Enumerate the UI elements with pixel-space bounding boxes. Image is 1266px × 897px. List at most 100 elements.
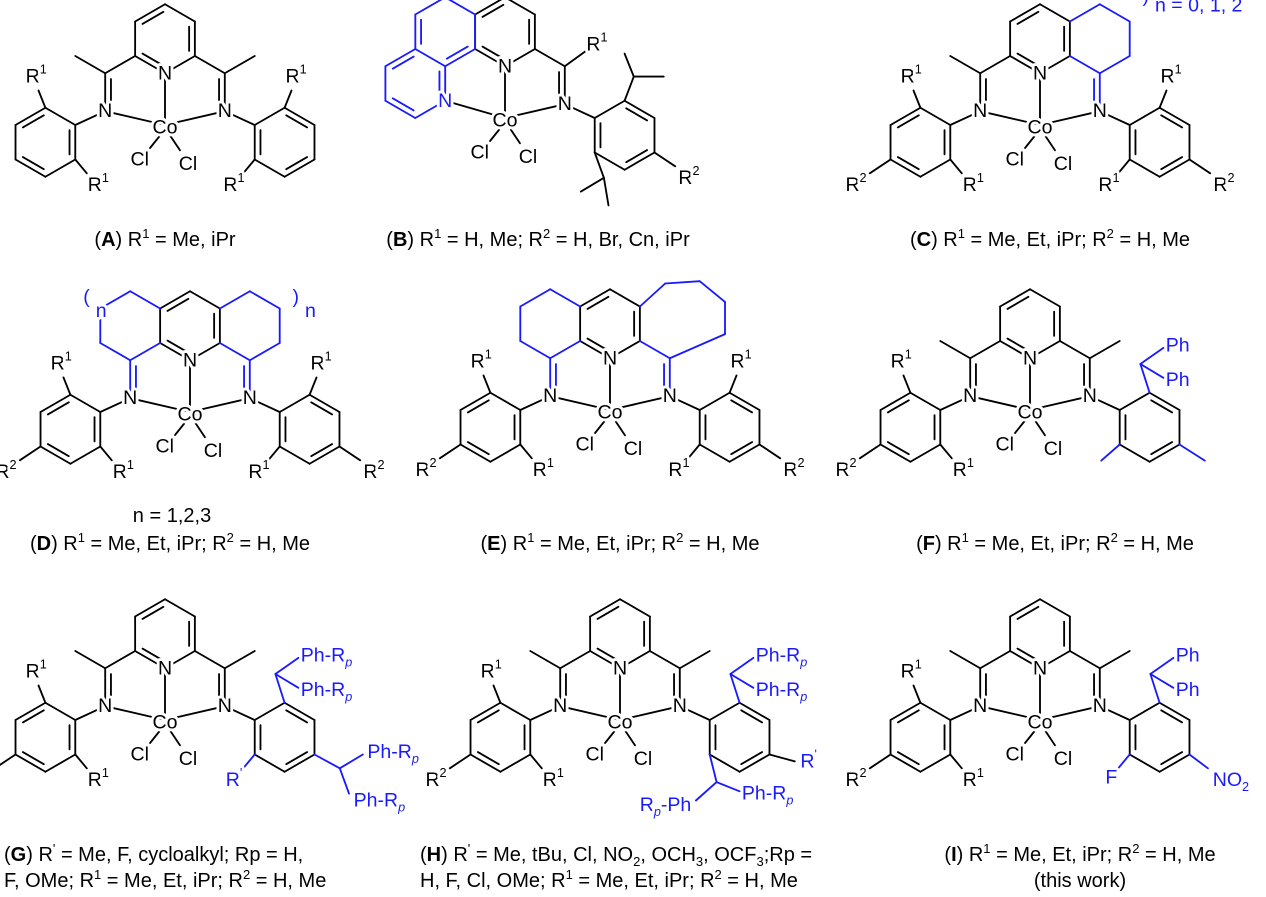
atom-label-ph: Ph — [1176, 679, 1200, 701]
label-part: R — [533, 459, 547, 481]
caption-text: = H, Br, Cn, iPr — [550, 229, 690, 251]
label-part: p — [344, 690, 352, 704]
atom-label-phrp: Ph-Rp — [756, 679, 808, 704]
bond — [74, 110, 107, 126]
bond — [729, 673, 741, 704]
label-part: N — [98, 695, 112, 717]
bond — [1044, 135, 1056, 152]
atom-label-r1: R1 — [1161, 63, 1182, 88]
bond — [624, 730, 636, 747]
caption-D-n: n = 1,2,3 — [133, 504, 211, 529]
bond — [1034, 420, 1046, 437]
bond — [99, 445, 113, 462]
bond — [1158, 753, 1191, 773]
caption-text: 1 — [957, 226, 965, 241]
bond — [218, 290, 251, 310]
bond — [469, 753, 502, 773]
bond — [549, 340, 582, 360]
label-part: 1 — [485, 348, 492, 362]
bond — [889, 106, 922, 126]
bonds — [858, 288, 1206, 463]
label-part: 1 — [557, 766, 564, 780]
bond — [879, 443, 912, 463]
bond — [519, 395, 552, 411]
bond — [619, 705, 681, 721]
bond — [623, 75, 635, 102]
caption-text: = Me, Et, iPr; R — [968, 533, 1111, 555]
bond — [559, 705, 621, 721]
label-part: Ph-R — [756, 679, 801, 701]
caption-text: ) R — [956, 844, 984, 866]
label-part: R — [586, 33, 600, 55]
caption-text: ( — [944, 844, 952, 866]
atom-label-phrp: Ph-Rp — [301, 645, 353, 670]
atom-label-n: N — [603, 347, 617, 369]
caption-text: ' — [52, 841, 56, 856]
cobalt-label: Co — [1018, 401, 1043, 423]
label-part: Ph-R — [301, 645, 345, 667]
label-part: R — [783, 459, 797, 481]
atom-label-cl: Cl — [1054, 153, 1072, 175]
atom-label-cl: Cl — [204, 440, 222, 462]
label-part: Co — [608, 711, 633, 733]
label-part: p — [799, 656, 807, 670]
bond — [1039, 650, 1071, 670]
bond — [1006, 337, 1030, 352]
bond — [99, 397, 132, 413]
atom-label-n: N — [1033, 62, 1047, 84]
bond — [285, 751, 309, 766]
caption-I-line2: (this work) — [1034, 869, 1126, 894]
bond — [1149, 656, 1175, 675]
bond — [481, 45, 505, 60]
atom-label-r1: R1 — [26, 658, 47, 683]
bond — [74, 650, 107, 670]
bond — [728, 391, 761, 411]
bond — [44, 106, 77, 126]
atom-label-n: N — [1093, 695, 1107, 717]
atom-label-n: N — [183, 349, 197, 371]
caption-text: 1 — [565, 867, 573, 882]
bond — [896, 751, 920, 766]
bond — [768, 753, 796, 763]
bond — [1044, 730, 1056, 747]
label-part: Co — [178, 403, 203, 425]
label-part: R — [471, 351, 485, 373]
cobalt-label: Co — [1028, 116, 1053, 138]
bond — [619, 598, 651, 618]
bond — [174, 422, 186, 436]
caption-text: 2 — [1132, 841, 1140, 856]
bond — [563, 103, 596, 119]
atom-label-cl: Cl — [995, 434, 1013, 456]
bond — [728, 374, 738, 394]
label-part: R — [363, 461, 377, 483]
bond — [274, 656, 300, 675]
atom-label-n: N — [543, 385, 557, 407]
bond — [242, 753, 256, 770]
bond — [533, 48, 566, 68]
caption-text: ) R — [115, 229, 143, 251]
caption-text: = Me, Et, iPr; R — [572, 870, 715, 892]
atom-label-cl: Cl — [624, 438, 642, 460]
bond — [74, 705, 107, 721]
atom-label-r1: R1 — [286, 63, 307, 88]
label-part: 2 — [860, 171, 867, 185]
bond — [14, 701, 47, 721]
bond — [1009, 55, 1041, 75]
atom-label-r2: R2 — [415, 456, 436, 481]
label-part: F — [1105, 767, 1117, 789]
label-part: 1 — [905, 348, 912, 362]
bond — [141, 10, 165, 25]
bond — [949, 158, 963, 175]
cobalt-label: Co — [153, 116, 178, 138]
bond — [1009, 650, 1041, 670]
caption-text: 1 — [77, 530, 85, 545]
bond — [698, 443, 731, 463]
bond — [1139, 363, 1165, 379]
label-part: N — [158, 62, 172, 84]
label-part: Co — [1028, 711, 1053, 733]
bond — [1118, 443, 1151, 463]
bond — [609, 340, 641, 360]
